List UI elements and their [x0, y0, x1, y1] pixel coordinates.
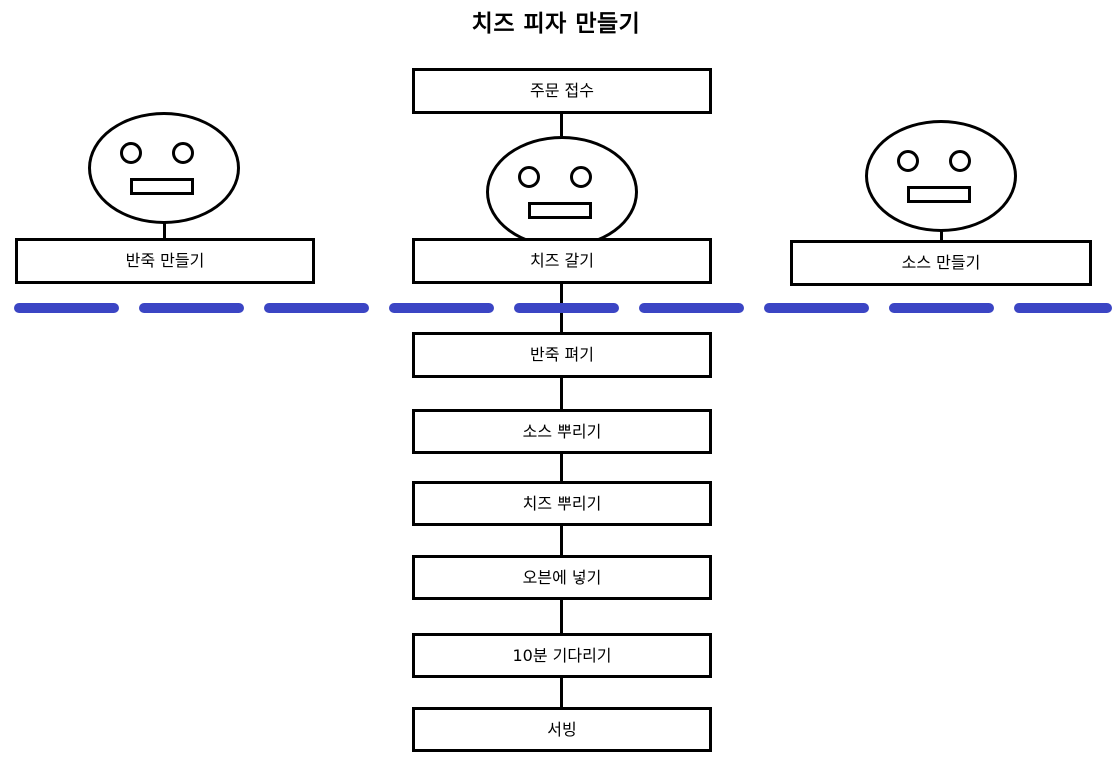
node-label: 반죽 펴기	[530, 345, 594, 365]
node-label: 소스 만들기	[901, 253, 981, 273]
node-step-1[interactable]: 소스 뿌리기	[412, 409, 712, 454]
node-step-2[interactable]: 치즈 뿌리기	[412, 481, 712, 526]
connector-dough-face-to-box	[163, 222, 166, 240]
swimlane-divider-dash	[1014, 303, 1112, 313]
connector-step-2-to-3	[560, 526, 563, 555]
actor-face-dough	[88, 112, 240, 224]
connector-step-1-to-2	[560, 454, 563, 481]
node-label: 반죽 만들기	[125, 251, 205, 271]
face-eye-right-icon	[172, 142, 194, 164]
connector-order-to-cheese	[560, 114, 563, 136]
swimlane-divider-dash	[764, 303, 869, 313]
node-step-4[interactable]: 10분 기다리기	[412, 633, 712, 678]
swimlane-divider-dash	[264, 303, 369, 313]
node-label: 치즈 갈기	[530, 251, 594, 271]
face-mouth-icon	[130, 178, 194, 195]
connector-step-0-to-1	[560, 378, 563, 409]
page-title: 치즈 피자 만들기	[471, 11, 641, 37]
actor-face-sauce	[865, 120, 1017, 232]
swimlane-divider-dash	[139, 303, 244, 313]
node-make-sauce[interactable]: 소스 만들기	[790, 240, 1092, 286]
face-eye-left-icon	[518, 166, 540, 188]
node-step-0[interactable]: 반죽 펴기	[412, 332, 712, 378]
face-eye-left-icon	[120, 142, 142, 164]
face-mouth-icon	[528, 202, 592, 219]
node-label: 소스 뿌리기	[522, 421, 602, 441]
swimlane-divider-dash	[889, 303, 994, 313]
face-mouth-icon	[907, 186, 971, 203]
face-eye-right-icon	[949, 150, 971, 172]
face-outline-icon	[865, 120, 1017, 232]
connector-step-3-to-4	[560, 600, 563, 633]
swimlane-divider-dash	[514, 303, 619, 313]
node-step-5[interactable]: 서빙	[412, 707, 712, 752]
node-label: 치즈 뿌리기	[522, 493, 602, 513]
swimlane-divider-dash	[639, 303, 744, 313]
node-order-reception[interactable]: 주문 접수	[412, 68, 712, 114]
node-label: 오븐에 넣기	[522, 567, 602, 587]
node-label: 서빙	[547, 719, 577, 739]
swimlane-divider-dash	[389, 303, 494, 313]
swimlane-divider	[0, 303, 1112, 313]
swimlane-divider-dash	[14, 303, 119, 313]
node-make-dough[interactable]: 반죽 만들기	[15, 238, 315, 284]
face-eye-right-icon	[570, 166, 592, 188]
face-outline-icon	[486, 136, 638, 248]
actor-face-cheese	[486, 136, 638, 248]
connector-step-4-to-5	[560, 678, 563, 707]
node-label: 주문 접수	[530, 81, 594, 101]
face-outline-icon	[88, 112, 240, 224]
node-step-3[interactable]: 오븐에 넣기	[412, 555, 712, 600]
face-eye-left-icon	[897, 150, 919, 172]
node-grate-cheese[interactable]: 치즈 갈기	[412, 238, 712, 284]
node-label: 10분 기다리기	[512, 645, 612, 665]
connector-sauce-face-to-box	[940, 230, 943, 242]
